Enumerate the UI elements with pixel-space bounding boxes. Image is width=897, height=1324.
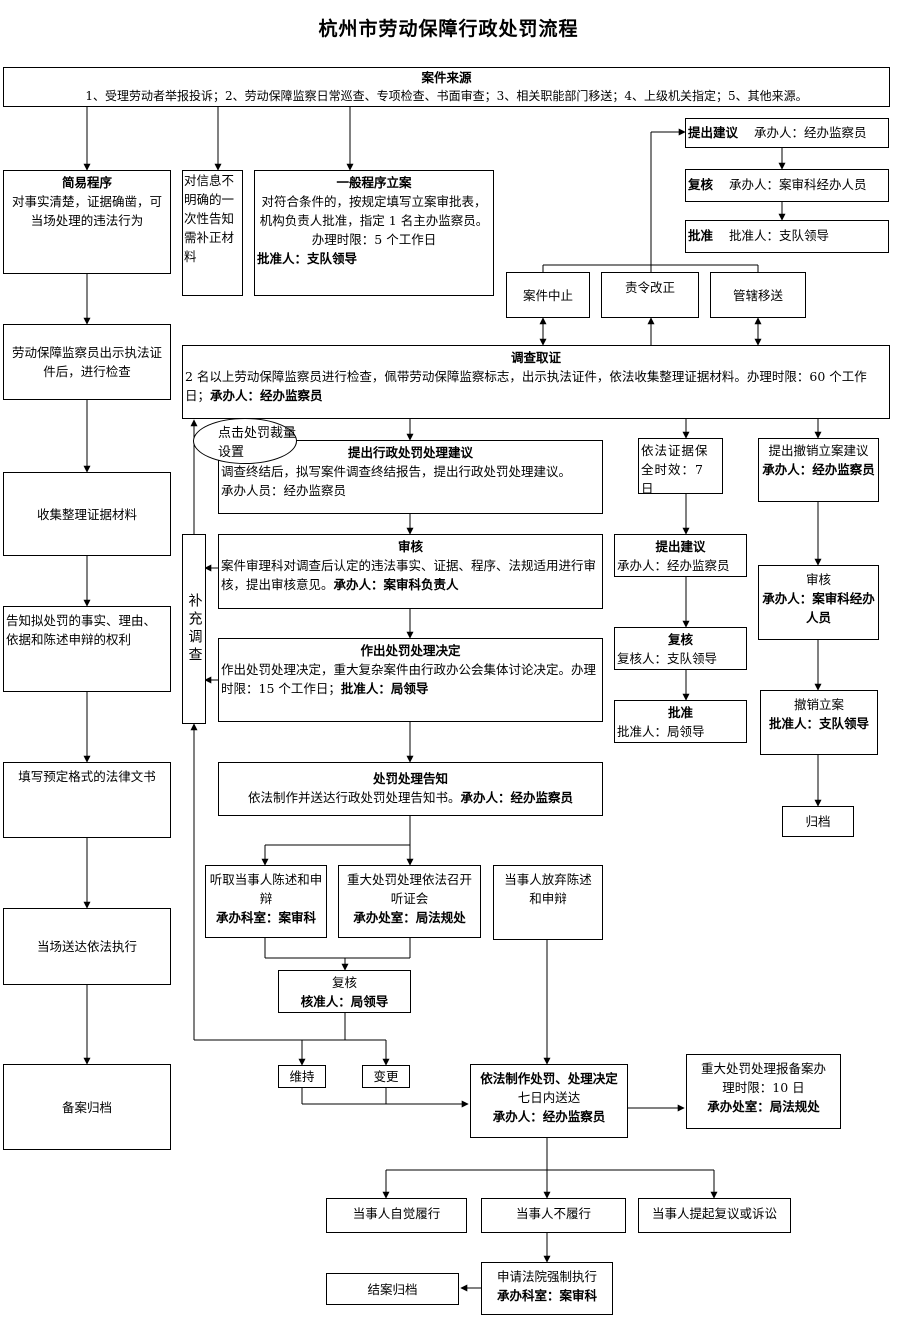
penalty-notice-person: 承办人：经办监察员 [460,790,574,805]
page-title: 杭州市劳动保障行政处罚流程 [318,18,579,40]
preserve-proposal-person: 承办人：经办监察员 [617,558,730,573]
change-box: 变更 [362,1065,410,1088]
hear-statement-office: 承办科室：案审科 [215,910,316,925]
recheck-approver: 核准人：局领导 [300,994,389,1009]
review-heading: 审核 [397,539,423,554]
simple-step-inspect: 劳动保障监察员出示执法证件后，进行检查 [3,324,171,400]
decision-text: 作出处罚处理决定，重大复杂案件由行政办公会集体讨论决定。办理时限：15 个工作日… [221,662,597,696]
investigation-text: 2 名以上劳动保障监察员进行检查，佩带劳动保障监察标志，出示执法证件，依法收集整… [185,369,867,403]
recheck-text: 复核 [331,975,357,990]
case-source-box: 案件来源 1、受理劳动者举报投诉；2、劳动保障监察日常巡查、专项检查、书面审查；… [3,67,890,107]
decision-approver: 批准人：局领导 [340,681,429,696]
supplementary-investigation-box: 补充调查 [182,534,206,724]
option-suspend: 案件中止 [506,272,590,318]
revoke-archive-box: 归档 [782,806,854,837]
general-procedure-text: 对符合条件的，按规定填写立案审批表，机构负责人批准，指定 1 名主办监察员。办理… [259,194,489,247]
hear-statement-box: 听取当事人陈述和申辩 承办科室：案审科 [205,865,327,938]
revoke-cancel-box: 撤销立案 批准人：支队领导 [760,690,878,755]
right-top-proposal-person: 承办人：经办监察员 [754,125,867,140]
hearing-text: 重大处罚处理依法召开听证会 [346,872,472,906]
general-procedure-approver: 批准人：支队领导 [257,251,358,266]
preserve-proposal-label: 提出建议 [655,539,706,554]
right-top-recheck-person: 承办人：案审科经办人员 [729,177,867,192]
right-top-recheck-label: 复核 [688,177,714,192]
simple-step-document: 填写预定格式的法律文书 [3,762,171,838]
simple-step-notify: 告知拟处罚的事实、理由、依据和陈述申辩的权利 [3,606,171,692]
revoke-proposal-heading: 提出撤销立案建议 [768,443,869,458]
investigation-box: 调查取证 2 名以上劳动保障监察员进行检查，佩带劳动保障监察标志，出示执法证件，… [182,345,890,419]
preserve-proposal-box: 提出建议 承办人：经办监察员 [614,534,747,577]
investigation-heading: 调查取证 [510,350,561,365]
revoke-review-person: 承办人：案审科经办人员 [762,591,875,625]
court-enforcement-text: 申请法院强制执行 [496,1269,597,1284]
revoke-proposal-box: 提出撤销立案建议 承办人：经办监察员 [758,438,879,502]
right-top-approve-label: 批准 [688,228,714,243]
final-decision-person: 承办人：经办监察员 [492,1109,606,1124]
revoke-cancel-heading: 撤销立案 [793,697,844,712]
preserve-recheck-box: 复核 复核人：支队领导 [614,627,747,670]
court-enforcement-office: 承办科室：案审科 [496,1288,597,1303]
revoke-review-box: 审核 承办人：案审科经办人员 [758,565,879,640]
evidence-preservation-box: 依法证据保全时效：7 日 [638,438,723,494]
decision-heading: 作出处罚处理决定 [360,643,461,658]
penalty-notice-text: 依法制作并送达行政处罚处理告知书。 [247,790,461,805]
hearing-box: 重大处罚处理依法召开听证会 承办处室：局法规处 [338,865,481,938]
right-top-approve: 批准 批准人：支队领导 [685,220,889,253]
review-person: 承办人：案审科负责人 [333,577,459,592]
hearing-office: 承办处室：局法规处 [353,910,466,925]
option-transfer: 管辖移送 [710,272,806,318]
revoke-proposal-person: 承办人：经办监察员 [762,462,875,477]
court-enforcement-box: 申请法院强制执行 承办科室：案审科 [481,1262,613,1315]
penalty-notice-box: 处罚处理告知 依法制作并送达行政处罚处理告知书。承办人：经办监察员 [218,762,603,816]
revoke-review-heading: 审核 [805,572,831,587]
discretion-settings-link[interactable]: 点击处罚裁量设置 [193,418,297,464]
keep-box: 维持 [278,1065,326,1088]
outcome-not-comply: 当事人不履行 [481,1198,626,1233]
simple-step-collect: 收集整理证据材料 [3,472,171,556]
review-text: 案件审理科对调查后认定的违法事实、证据、程序、法规适用进行审核，提出审核意见。 [221,558,597,592]
outcome-comply: 当事人自觉履行 [326,1198,467,1233]
filing-office: 承办处室：局法规处 [707,1099,820,1114]
final-decision-box: 依法制作处罚、处理决定 七日内送达 承办人：经办监察员 [470,1064,628,1138]
option-rectify: 责令改正 [601,272,699,318]
recheck-box: 复核 核准人：局领导 [278,970,411,1013]
simple-procedure-heading: 简易程序 [61,175,112,190]
right-top-approve-person: 批准人：支队领导 [729,228,830,243]
simple-step-archive: 备案归档 [3,1064,171,1150]
right-top-proposal-label: 提出建议 [688,125,739,140]
filing-text: 重大处罚处理报备案办理时限：10 日 [700,1061,826,1095]
final-decision-heading: 依法制作处罚、处理决定 [480,1071,618,1086]
proposal-text: 调查终结后，拟写案件调查终结报告，提出行政处罚处理建议。 [221,464,572,479]
preserve-recheck-label: 复核 [667,632,693,647]
right-top-recheck: 复核 承办人：案审科经办人员 [685,169,889,202]
decision-box: 作出处罚处理决定 作出处罚处理决定，重大复杂案件由行政办公会集体讨论决定。办理时… [218,638,603,722]
proposal-heading: 提出行政处罚处理建议 [347,445,473,460]
case-source-heading: 案件来源 [421,70,472,85]
simple-step-deliver: 当场送达依法执行 [3,908,171,985]
simple-procedure-box: 简易程序 对事实清楚，证据确凿，可当场处理的违法行为 [3,170,171,274]
revoke-cancel-approver: 批准人：支队领导 [768,716,869,731]
simple-procedure-text: 对事实清楚，证据确凿，可当场处理的违法行为 [11,194,162,228]
filing-box: 重大处罚处理报备案办理时限：10 日 承办处室：局法规处 [686,1054,841,1129]
investigation-person: 承办人：经办监察员 [210,388,323,403]
preserve-approve-label: 批准 [667,705,693,720]
case-source-text: 1、受理劳动者举报投诉；2、劳动保障监察日常巡查、专项检查、书面审查；3、相关职… [85,89,808,103]
preserve-approve-person: 批准人：局领导 [617,724,705,739]
proposal-person: 承办人员：经办监察员 [221,483,347,498]
outcome-appeal: 当事人提起复议或诉讼 [638,1198,791,1233]
preserve-approve-box: 批准 批准人：局领导 [614,700,747,743]
final-decision-text: 七日内送达 [517,1090,581,1105]
penalty-notice-heading: 处罚处理告知 [372,771,448,786]
hear-statement-text: 听取当事人陈述和申辩 [209,872,323,906]
preserve-recheck-person: 复核人：支队领导 [617,651,718,666]
case-closed-box: 结案归档 [326,1273,459,1305]
waive-statement-box: 当事人放弃陈述和申辩 [493,865,603,940]
review-box: 审核 案件审理科对调查后认定的违法事实、证据、程序、法规适用进行审核，提出审核意… [218,534,603,609]
general-procedure-heading: 一般程序立案 [336,175,412,190]
general-procedure-box: 一般程序立案 对符合条件的，按规定填写立案审批表，机构负责人批准，指定 1 名主… [254,170,494,296]
one-time-notice-box: 对信息不明确的一次性告知需补正材料 [182,170,243,296]
right-top-proposal: 提出建议 承办人：经办监察员 [685,118,889,148]
